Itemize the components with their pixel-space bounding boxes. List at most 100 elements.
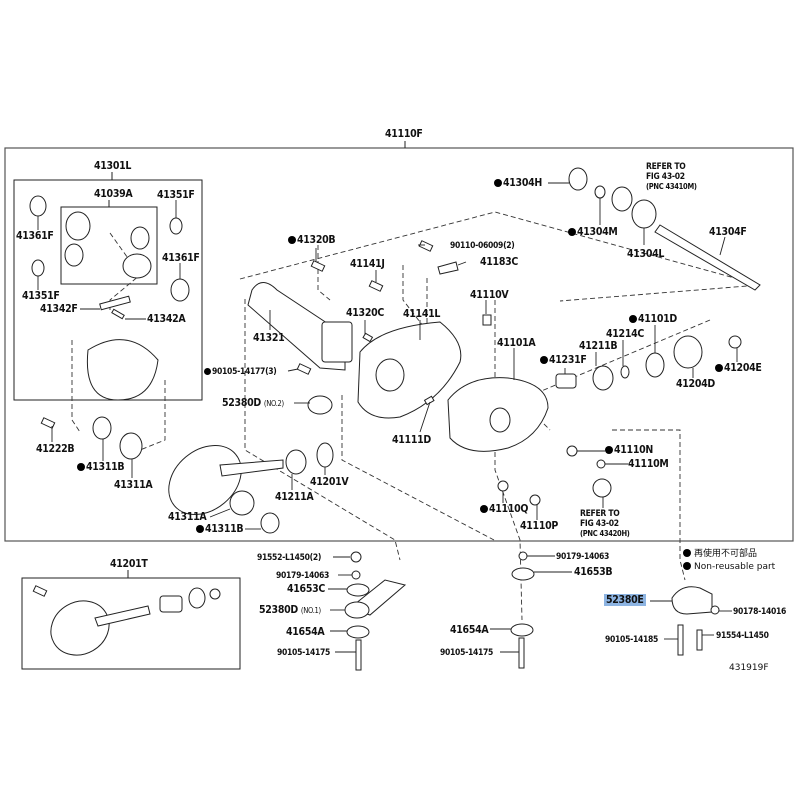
reference-note-43410m[interactable]: REFER TO FIG 43-02 (PNC 43410M) xyxy=(646,162,697,192)
part-label-41342f[interactable]: 41342F xyxy=(40,303,78,315)
part-label-41311b[interactable]: 41311B xyxy=(77,461,125,473)
part-label-41304h[interactable]: 41304H xyxy=(494,177,542,189)
part-label-41101d[interactable]: 41101D xyxy=(629,313,677,325)
part-label-41304f[interactable]: 41304F xyxy=(709,226,747,238)
part-label-41653b[interactable]: 41653B xyxy=(574,566,613,578)
part-label-90179-14063[interactable]: 90179-14063 xyxy=(276,571,330,581)
legend: 再使用不可部品 Non-reusable part xyxy=(683,548,775,574)
part-label-41141j[interactable]: 41141J xyxy=(350,258,385,270)
part-label-41351f[interactable]: 41351F xyxy=(22,290,60,302)
part-label-41110p[interactable]: 41110P xyxy=(520,520,558,532)
cushion-shape xyxy=(510,623,534,637)
part-label-41311b[interactable]: 41311B xyxy=(196,523,244,535)
part-label-41654a[interactable]: 41654A xyxy=(450,624,489,636)
part-label-90105-14185[interactable]: 90105-14185 xyxy=(605,635,659,645)
part-label-41342a[interactable]: 41342A xyxy=(147,313,186,325)
reference-line: FIG 43-02 xyxy=(580,519,619,529)
oil-seal-shape xyxy=(592,478,612,498)
part-label-41183c[interactable]: 41183C xyxy=(480,256,518,268)
pinion-gear-shape xyxy=(130,226,150,250)
cushion-shape xyxy=(346,625,370,639)
breather-shape xyxy=(482,314,492,326)
non-reusable-dot-icon xyxy=(568,228,576,236)
part-label-41361f[interactable]: 41361F xyxy=(16,230,54,242)
part-label-41204e[interactable]: 41204E xyxy=(715,362,762,374)
nut-shape xyxy=(596,459,606,469)
part-label-41311a[interactable]: 41311A xyxy=(114,479,153,491)
part-label-41304l[interactable]: 41304L xyxy=(627,248,665,260)
part-label-41653c[interactable]: 41653C xyxy=(287,583,325,595)
case-kit-frame xyxy=(13,179,203,401)
part-label-41214c[interactable]: 41214C xyxy=(606,328,644,340)
part-label-41321[interactable]: 41321 xyxy=(253,332,285,344)
part-label-91552-l1450[interactable]: 91552-L1450(2) xyxy=(257,553,322,563)
part-label-41141l[interactable]: 41141L xyxy=(403,308,441,320)
washer-shape xyxy=(316,442,334,468)
part-label-52380e-highlighted[interactable]: 52380E xyxy=(604,594,646,606)
plug-shape xyxy=(497,480,509,492)
thrust-washer-shape xyxy=(170,278,190,302)
assembly-label[interactable]: 41110F xyxy=(385,128,423,140)
part-label-90110-06009[interactable]: 90110-06009(2) xyxy=(450,241,515,251)
part-label-41111d[interactable]: 41111D xyxy=(392,434,431,446)
part-label-41204d[interactable]: 41204D xyxy=(676,378,715,390)
part-label-41320b[interactable]: 41320B xyxy=(288,234,336,246)
part-label-52380d-no2[interactable]: 52380D (NO.2) xyxy=(222,397,284,410)
part-label-41311a[interactable]: 41311A xyxy=(168,511,207,523)
side-gear-shape xyxy=(122,253,152,279)
part-label-90178-14016[interactable]: 90178-14016 xyxy=(733,607,787,617)
oil-seal-shape xyxy=(645,352,665,378)
part-label-41320c[interactable]: 41320C xyxy=(346,307,384,319)
part-label-41110m[interactable]: 41110M xyxy=(628,458,669,470)
washer-shape xyxy=(260,512,280,534)
legend-item-jp: 再使用不可部品 xyxy=(683,548,775,561)
part-label-52380d-no1[interactable]: 52380D (NO.1) xyxy=(259,604,321,617)
thrust-washer-shape xyxy=(169,217,183,235)
non-reusable-dot-icon xyxy=(683,549,691,557)
legend-text: Non-reusable part xyxy=(694,562,776,572)
bolt-shape xyxy=(355,639,362,671)
non-reusable-dot-icon xyxy=(288,236,296,244)
bearing-shape xyxy=(285,449,307,475)
part-label-41110v[interactable]: 41110V xyxy=(470,289,509,301)
figure-id: 431919F xyxy=(729,663,769,673)
case-kit-label[interactable]: 41301L xyxy=(94,160,132,172)
part-label-41351f[interactable]: 41351F xyxy=(157,189,195,201)
bolt-shape xyxy=(677,624,684,656)
part-label-41201v[interactable]: 41201V xyxy=(310,476,349,488)
non-reusable-dot-icon xyxy=(494,179,502,187)
nut-shape xyxy=(209,588,221,600)
part-label-90105-14177[interactable]: 90105-14177(3) xyxy=(204,366,277,378)
part-label-41101a[interactable]: 41101A xyxy=(497,337,536,349)
pinion-kit-label[interactable]: 41039A xyxy=(94,188,133,200)
part-label-90105-14175[interactable]: 90105-14175 xyxy=(277,648,331,658)
part-number: 41304H xyxy=(503,177,542,189)
part-label-41211b[interactable]: 41211B xyxy=(579,340,618,352)
part-number: 52380D xyxy=(222,397,261,409)
part-label-90105-14175[interactable]: 90105-14175 xyxy=(440,648,494,658)
reference-line: FIG 43-02 xyxy=(646,172,685,182)
legend-item-en: Non-reusable part xyxy=(683,561,775,574)
non-reusable-dot-icon xyxy=(204,368,211,375)
ring-pinion-set-label[interactable]: 41201T xyxy=(110,558,148,570)
part-label-41304m[interactable]: 41304M xyxy=(568,226,618,238)
non-reusable-dot-icon xyxy=(540,356,548,364)
mount-shape xyxy=(307,395,333,415)
part-label-41222b[interactable]: 41222B xyxy=(36,443,75,455)
plug-shape xyxy=(529,494,541,506)
collar-shape xyxy=(159,595,183,613)
part-label-91554-l1450[interactable]: 91554-L1450 xyxy=(716,631,769,641)
part-label-90179-14063[interactable]: 90179-14063 xyxy=(556,552,610,562)
bolt-head-shape xyxy=(710,605,720,615)
part-label-41361f[interactable]: 41361F xyxy=(162,252,200,264)
nut-shape xyxy=(518,551,528,561)
pinion-shaft-shape xyxy=(99,295,131,311)
reference-note-43420h[interactable]: REFER TO FIG 43-02 (PNC 43420H) xyxy=(580,509,630,539)
part-number: 41231F xyxy=(549,354,587,366)
part-label-41110n[interactable]: 41110N xyxy=(605,444,653,456)
part-label-41231f[interactable]: 41231F xyxy=(540,354,587,366)
part-label-41110q[interactable]: 41110Q xyxy=(480,503,528,515)
part-label-41211a[interactable]: 41211A xyxy=(275,491,314,503)
part-label-41654a[interactable]: 41654A xyxy=(286,626,325,638)
pin-shape xyxy=(423,395,435,406)
